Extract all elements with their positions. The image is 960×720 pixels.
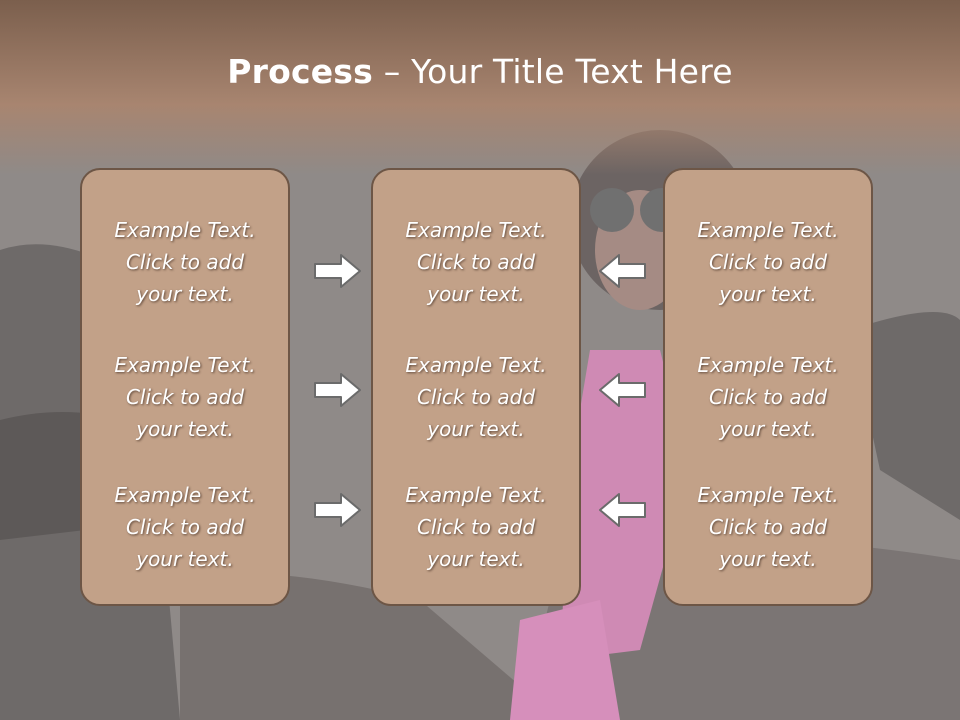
arrow-right-icon[interactable] — [313, 251, 363, 291]
text-line: your text. — [136, 417, 234, 441]
text-line: Click to add — [708, 250, 828, 274]
text-line: Example Text. — [114, 483, 256, 507]
text-line: Example Text. — [697, 218, 839, 242]
arrow-left-icon[interactable] — [597, 251, 647, 291]
text-block[interactable]: Example Text. Click to add your text. — [82, 214, 288, 310]
text-block[interactable]: Example Text. Click to add your text. — [665, 479, 871, 575]
title-separator: – — [373, 52, 412, 91]
text-line: Example Text. — [405, 218, 547, 242]
text-line: Example Text. — [114, 218, 256, 242]
text-line: your text. — [136, 547, 234, 571]
text-line: Click to add — [125, 250, 245, 274]
text-block[interactable]: Example Text. Click to add your text. — [82, 349, 288, 445]
text-line: your text. — [427, 417, 525, 441]
text-line: your text. — [427, 282, 525, 306]
text-block[interactable]: Example Text. Click to add your text. — [373, 214, 579, 310]
text-line: Click to add — [416, 515, 536, 539]
arrow-left-icon[interactable] — [597, 370, 647, 410]
arrow-right-icon[interactable] — [313, 490, 363, 530]
text-line: Example Text. — [697, 353, 839, 377]
text-line: Click to add — [708, 515, 828, 539]
text-block[interactable]: Example Text. Click to add your text. — [665, 349, 871, 445]
text-block[interactable]: Example Text. Click to add your text. — [373, 479, 579, 575]
title-rest: Your Title Text Here — [411, 52, 733, 91]
text-line: Click to add — [708, 385, 828, 409]
text-line: Click to add — [416, 385, 536, 409]
text-line: your text. — [427, 547, 525, 571]
text-block[interactable]: Example Text. Click to add your text. — [373, 349, 579, 445]
process-box-right[interactable]: Example Text. Click to add your text. Ex… — [663, 168, 873, 606]
text-line: your text. — [719, 547, 817, 571]
text-line: Click to add — [125, 385, 245, 409]
arrow-right-icon[interactable] — [313, 370, 363, 410]
title-bold: Process — [227, 52, 373, 91]
text-line: Example Text. — [405, 483, 547, 507]
text-line: Example Text. — [405, 353, 547, 377]
text-line: your text. — [719, 282, 817, 306]
text-block[interactable]: Example Text. Click to add your text. — [665, 214, 871, 310]
process-box-left[interactable]: Example Text. Click to add your text. Ex… — [80, 168, 290, 606]
slide-title[interactable]: Process – Your Title Text Here — [0, 52, 960, 91]
text-line: Example Text. — [114, 353, 256, 377]
text-line: your text. — [136, 282, 234, 306]
text-line: Click to add — [125, 515, 245, 539]
text-line: Example Text. — [697, 483, 839, 507]
arrow-left-icon[interactable] — [597, 490, 647, 530]
text-line: Click to add — [416, 250, 536, 274]
text-line: your text. — [719, 417, 817, 441]
process-box-center[interactable]: Example Text. Click to add your text. Ex… — [371, 168, 581, 606]
text-block[interactable]: Example Text. Click to add your text. — [82, 479, 288, 575]
